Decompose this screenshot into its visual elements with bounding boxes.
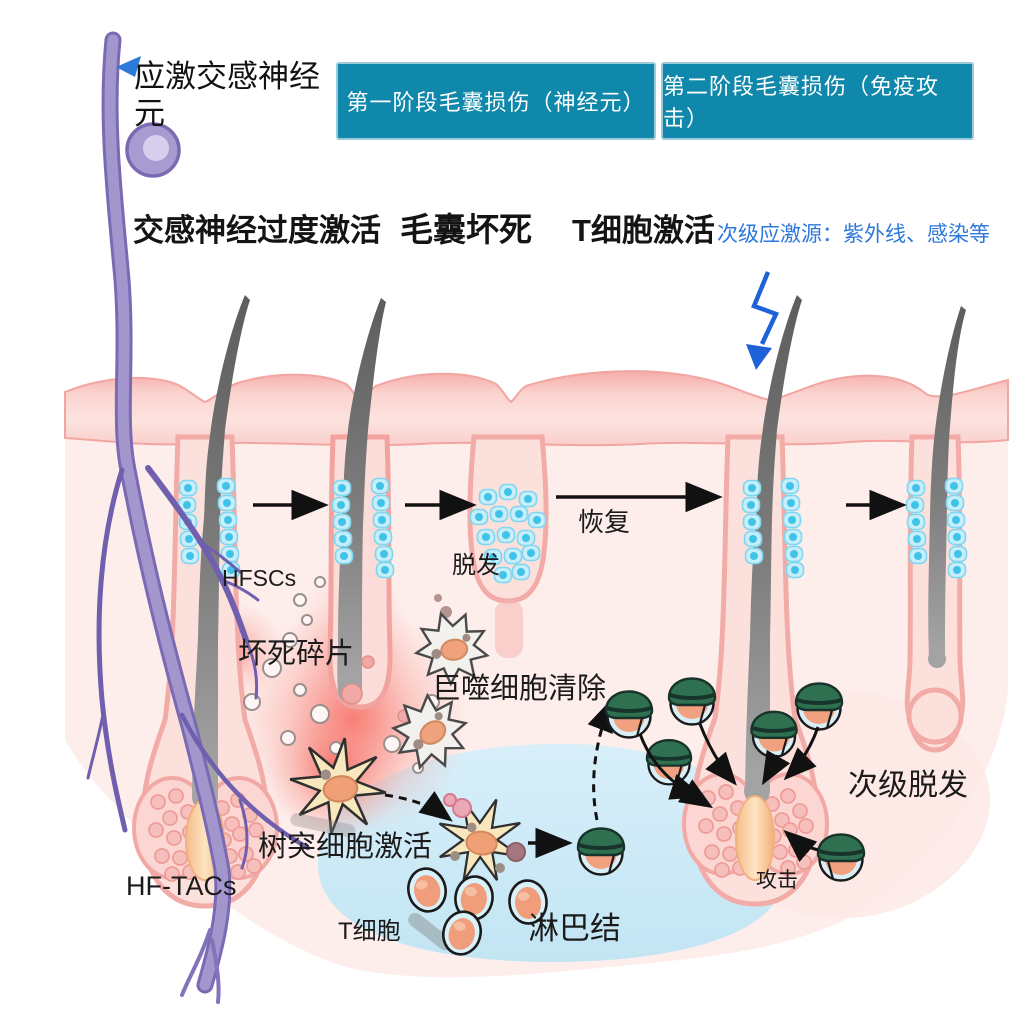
antigen-fragments — [443, 793, 526, 873]
hf-tacs-label: HF-TACs — [126, 871, 237, 901]
helmet-t-cell-icon — [604, 689, 654, 740]
macrophage-clearance-label: 巨噬细胞清除 — [432, 673, 607, 705]
hair-loss-label: 脱发 — [452, 552, 500, 579]
follicle-1-bulb — [132, 776, 279, 882]
dermal-papilla-4 — [735, 795, 775, 881]
follicle-5-bulge — [906, 687, 964, 745]
header-sympathetic-overactivation: 交感神经过度激活 — [133, 213, 381, 248]
dashed-arrow-dc-activation — [384, 791, 453, 822]
helmet-t-cell-icon — [794, 681, 844, 732]
header-follicle-necrosis: 毛囊坏死 — [400, 211, 532, 248]
helmet-t-cell-icon — [816, 832, 866, 883]
helmet-t-cell-icon — [749, 709, 799, 759]
necrotic-debris-label: 坏死碎片 — [238, 638, 355, 670]
follicle-3-stub — [495, 600, 523, 658]
neuron-label: 应激交感神经元 — [134, 59, 320, 132]
skin-epidermis — [64, 370, 1009, 447]
sympathetic-nerve — [86, 31, 311, 1004]
secondary-hair-loss-label: 次级脱发 — [848, 769, 968, 802]
header-tcell-activation: T细胞激活 — [572, 213, 715, 248]
recovery-label: 恢复 — [578, 507, 631, 537]
lymph-node-label: 淋巴结 — [528, 911, 621, 946]
hfscs-label: HFSCs — [222, 565, 297, 591]
attack-arrows — [638, 723, 820, 862]
lightning-icon — [746, 271, 780, 370]
helmet-t-cell-icon — [667, 676, 717, 727]
stage1-banner: 第一阶段毛囊损伤（神经元） — [336, 62, 656, 140]
progression-arrows — [253, 481, 907, 521]
dendritic-activation-label: 树突细胞激活 — [258, 831, 433, 863]
attack-label: 攻击 — [756, 869, 798, 892]
secondary-stressor-note: 次级应激源：紫外线、感染等 — [717, 223, 990, 246]
smudge — [408, 912, 453, 951]
smudge — [290, 813, 356, 838]
neuron-pointer-icon — [116, 56, 141, 77]
helmet-t-cell-icon — [576, 826, 626, 877]
t-cell-label: T细胞 — [338, 918, 401, 945]
stage2-banner: 第二阶段毛囊损伤（免疫攻击） — [661, 62, 974, 140]
dashed-arrow-lymph-exit — [587, 698, 613, 821]
